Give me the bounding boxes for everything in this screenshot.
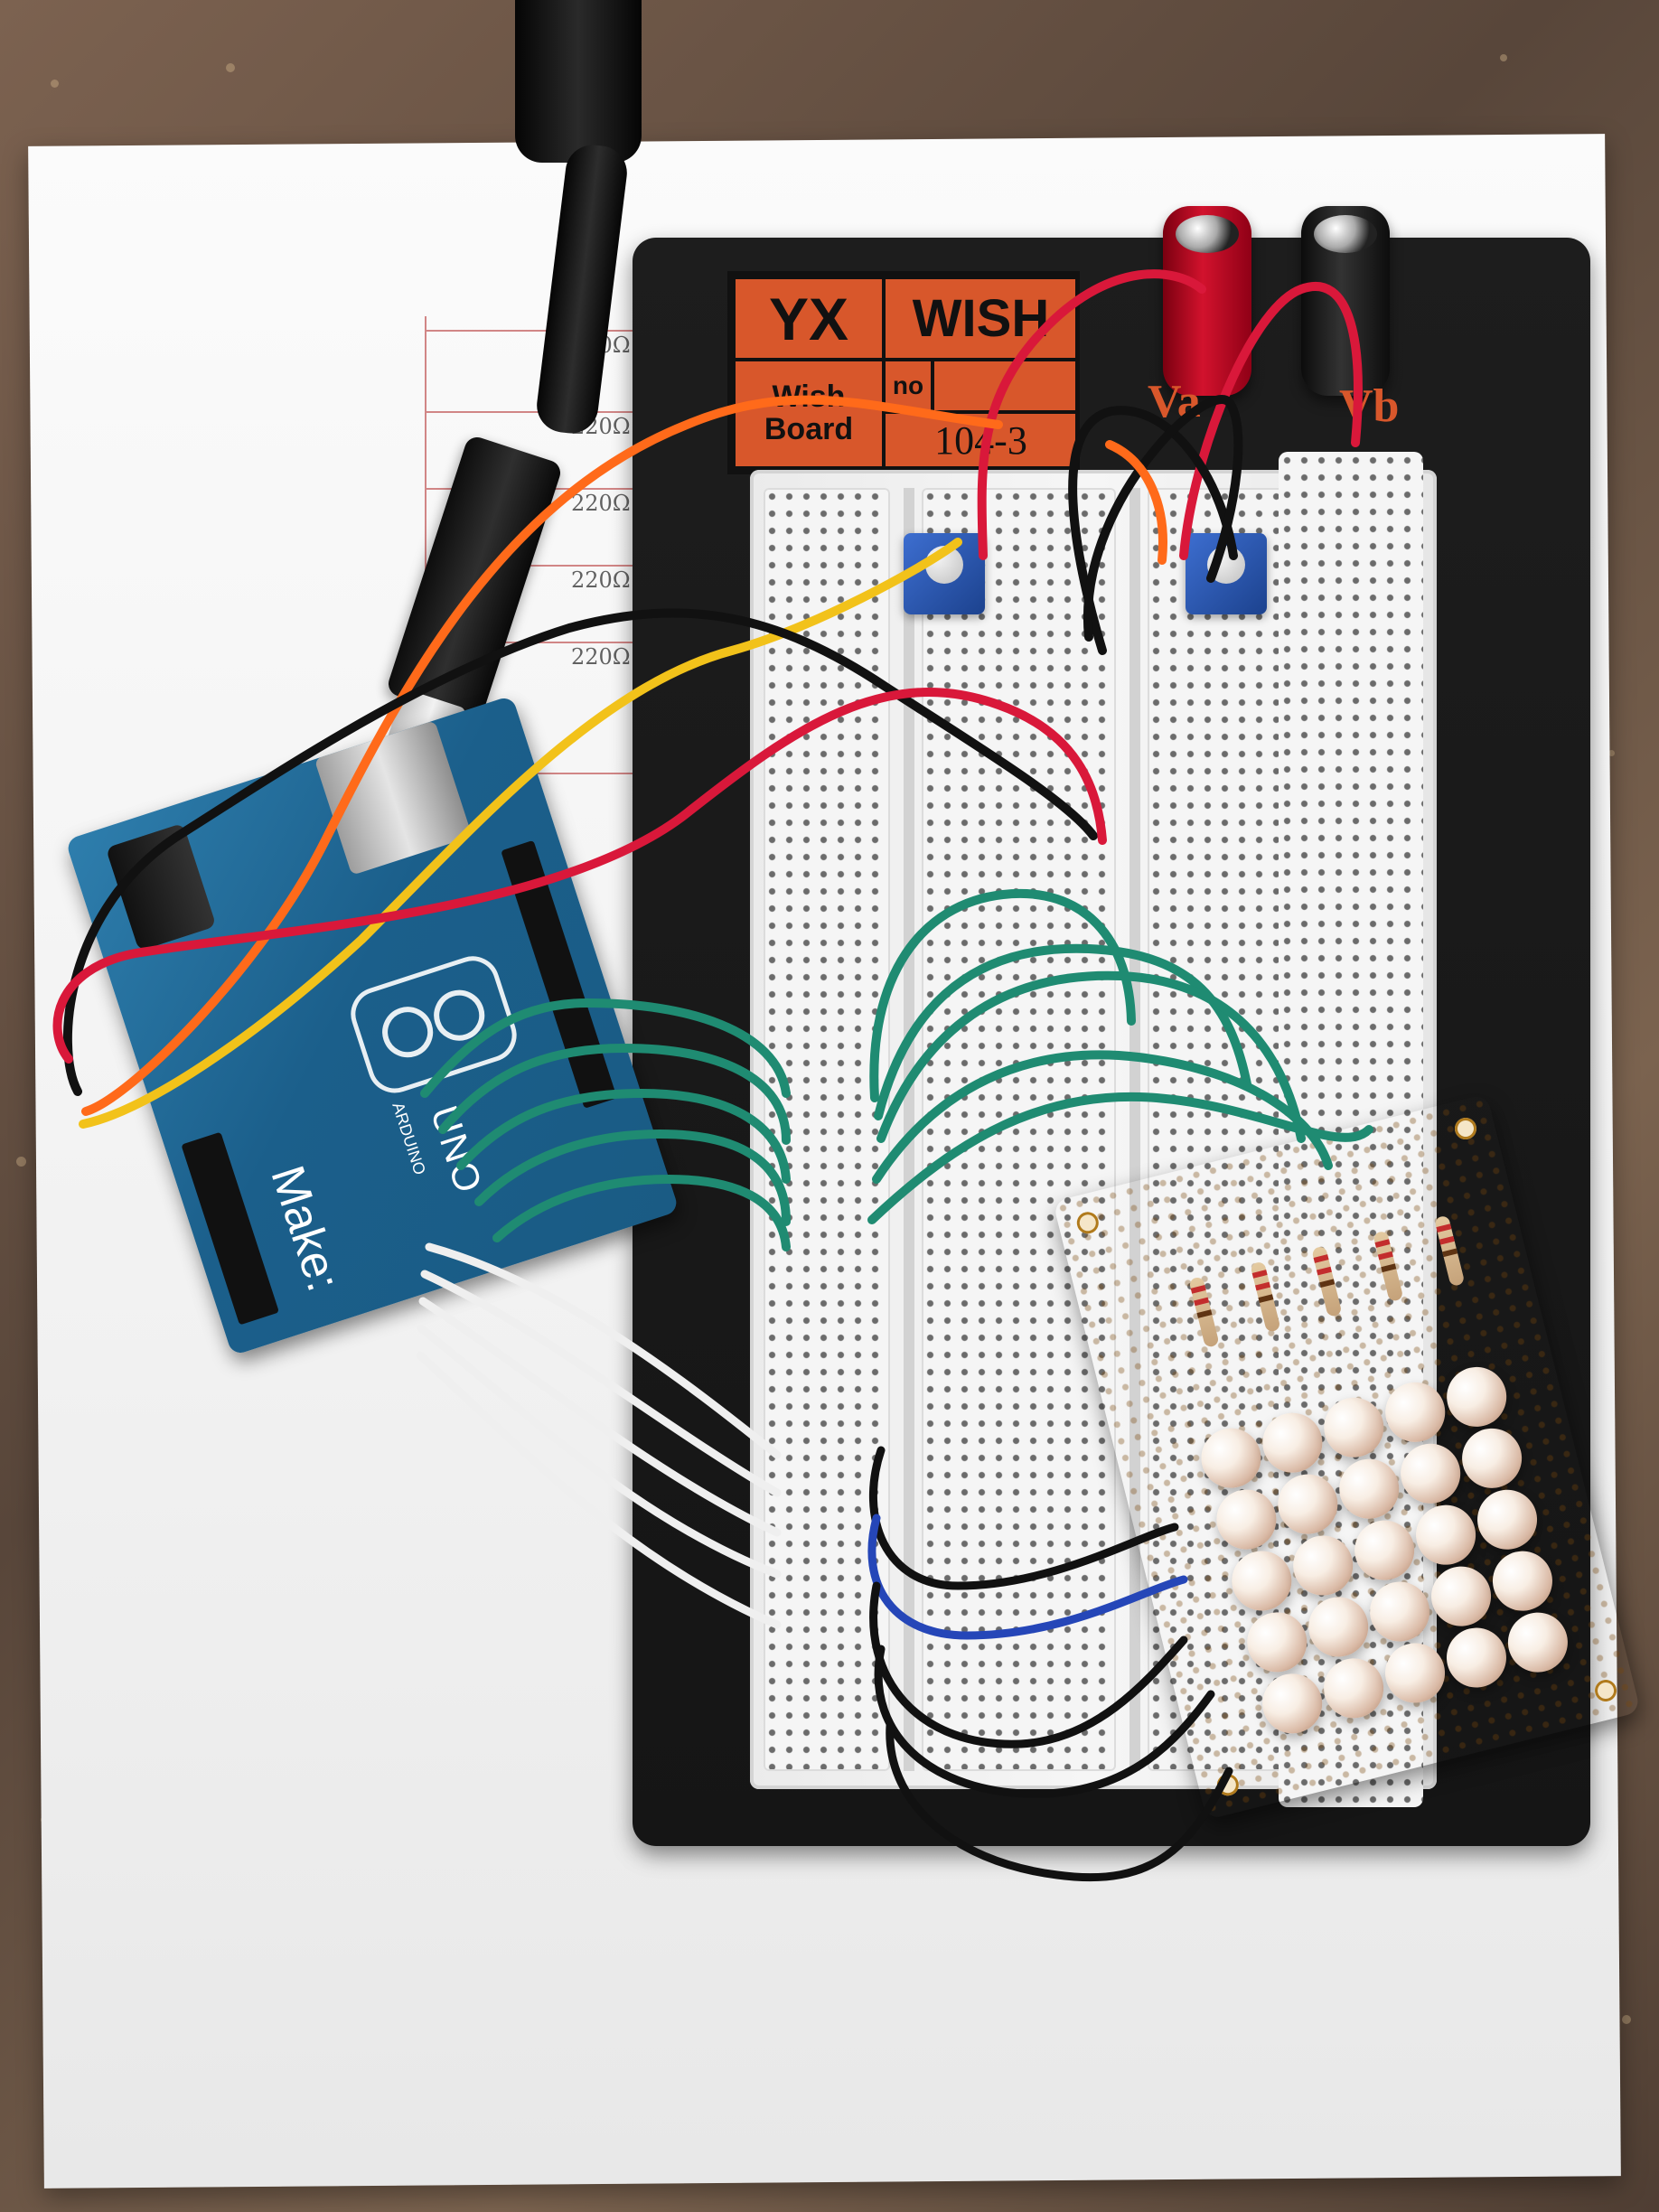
arduino-make-text: Make: (260, 1159, 351, 1298)
board-model-number: 104-3 (882, 410, 1080, 470)
pcb-mount-hole-bottom-right (1592, 1677, 1619, 1704)
pcb-resistor-1 (1188, 1276, 1220, 1348)
pcb-mount-hole-top-right (1452, 1115, 1479, 1142)
arduino-logo (343, 949, 524, 1101)
potentiometer-left (904, 533, 985, 614)
bb-gap-2 (1129, 488, 1140, 1771)
bb-gap-1 (904, 488, 914, 1771)
pcb-mount-hole-top-left (1074, 1209, 1101, 1236)
board-no-prefix: no (882, 358, 934, 414)
led-r3c3 (1348, 1514, 1421, 1587)
led-r4c1 (1241, 1606, 1314, 1679)
schematic-label-5: 220Ω (571, 644, 631, 670)
led-r4c3 (1364, 1575, 1437, 1648)
led-r1c3 (1317, 1391, 1391, 1464)
wish-board-text: Wish Board (732, 358, 886, 470)
led-r1c2 (1256, 1406, 1329, 1479)
led-r2c1 (1210, 1483, 1283, 1556)
led-r1c5 (1440, 1360, 1514, 1433)
pcb-mount-hole-bottom-left (1214, 1771, 1242, 1798)
black-post-cap (1314, 215, 1377, 253)
led-r5c2 (1317, 1652, 1391, 1725)
led-r1c4 (1379, 1375, 1452, 1448)
arduino-brand-text: ARDUINO (389, 1100, 429, 1177)
led-r3c5 (1471, 1483, 1544, 1556)
usb-cable-top (515, 0, 642, 163)
led-r2c4 (1394, 1437, 1467, 1510)
led-r5c1 (1256, 1667, 1329, 1740)
wish-logo-mark: YX (732, 276, 886, 361)
led-r3c4 (1410, 1498, 1483, 1571)
wish-brand-name: WISH (882, 276, 1080, 361)
led-r2c5 (1456, 1421, 1529, 1495)
led-r5c5 (1501, 1606, 1574, 1679)
led-r3c1 (1225, 1544, 1298, 1617)
red-post-cap (1176, 215, 1239, 253)
led-r3c2 (1287, 1529, 1360, 1602)
bb-strip-main-left (922, 488, 1116, 1771)
potentiometer-right (1186, 533, 1267, 614)
arduino-model-text: UNO (422, 1100, 492, 1199)
potentiometer-left-knob (925, 546, 963, 584)
post-label-b: Vb (1339, 380, 1400, 432)
black-binding-post (1301, 206, 1390, 396)
led-r5c3 (1379, 1636, 1452, 1710)
potentiometer-right-knob (1207, 546, 1245, 584)
pcb-resistor-3 (1311, 1245, 1343, 1318)
led-r1c1 (1195, 1421, 1268, 1495)
schematic-label-3: 220Ω (571, 491, 631, 516)
led-r4c5 (1486, 1544, 1559, 1617)
led-r2c3 (1333, 1452, 1406, 1525)
led-r2c2 (1271, 1467, 1345, 1541)
pcb-resistor-5 (1434, 1214, 1466, 1288)
red-binding-post (1163, 206, 1251, 396)
arduino-power-jack (105, 822, 217, 951)
bb-strip-left-rail (764, 488, 890, 1771)
post-label-a: Va (1148, 376, 1201, 427)
led-r5c4 (1439, 1621, 1513, 1694)
led-r4c2 (1302, 1590, 1375, 1664)
pcb-resistor-2 (1250, 1261, 1281, 1333)
pcb-resistor-4 (1373, 1230, 1404, 1303)
wish-board-label: YX WISH Wish Board no 104-3 (727, 271, 1080, 474)
led-r4c4 (1425, 1560, 1498, 1633)
schematic-label-4: 220Ω (571, 567, 631, 593)
